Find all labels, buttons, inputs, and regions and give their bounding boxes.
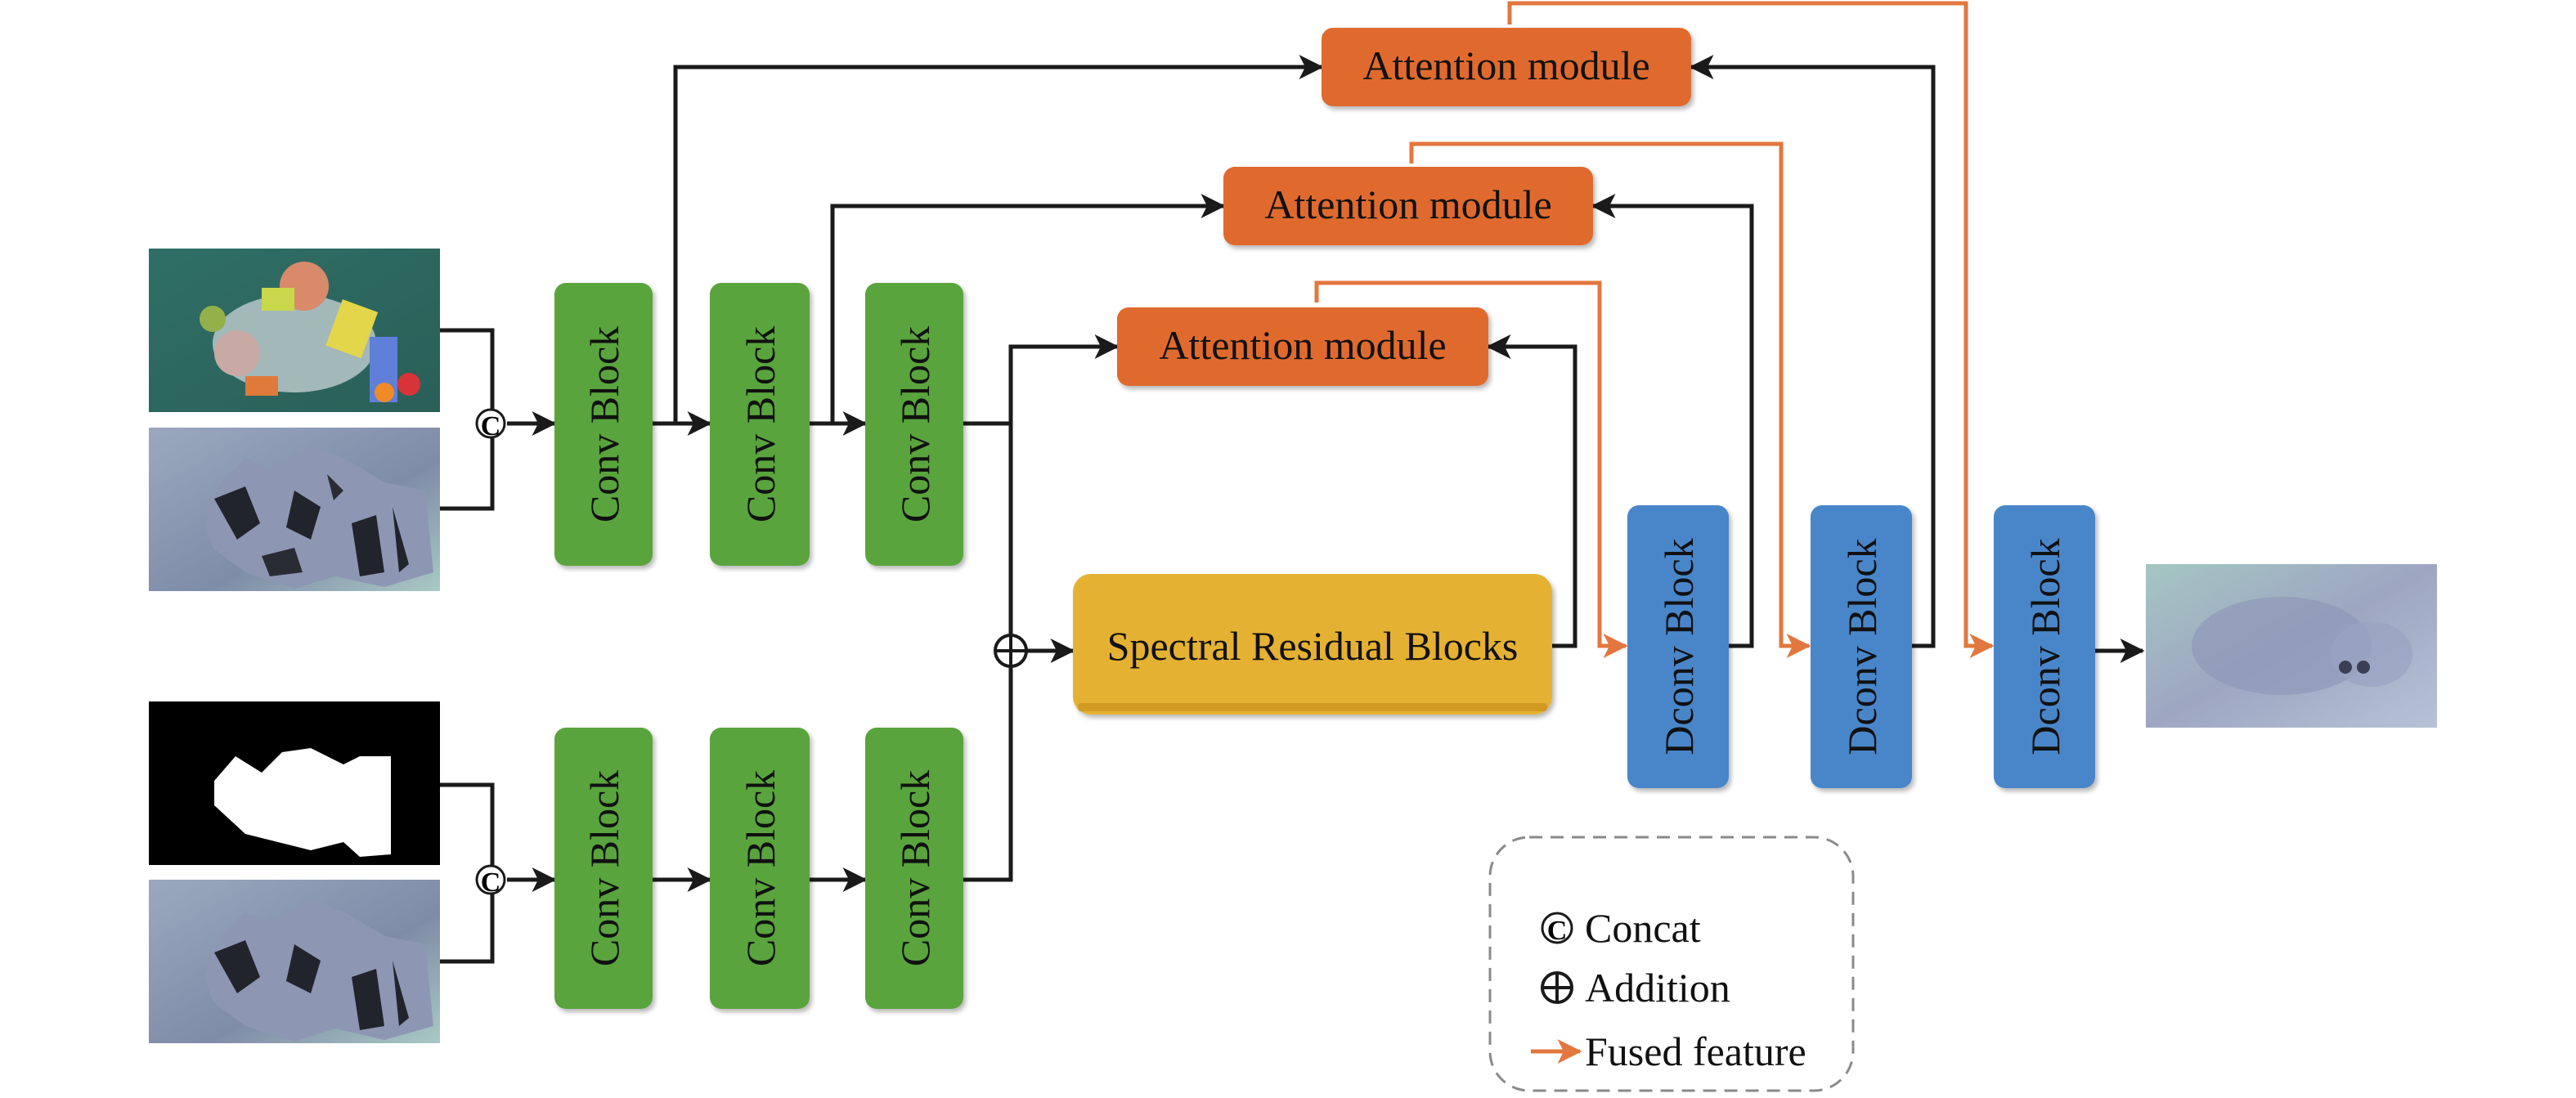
concat-symbol-top: C: [475, 408, 506, 441]
dconv-block-label: Dconv Block: [2022, 538, 2068, 755]
legend: C Concat Addition Fused feature: [1488, 836, 1855, 1092]
legend-fused-label: Fused feature: [1585, 1029, 1806, 1074]
conv-block-label: Conv Block: [581, 326, 627, 522]
input-depth-image-bottom: [149, 880, 440, 1043]
attention-module-label: Attention module: [1159, 322, 1446, 368]
conv-block-label: Conv Block: [892, 326, 938, 522]
spectral-residual-label: Spectral Residual Blocks: [1107, 623, 1519, 669]
conv-block-label: Conv Block: [738, 770, 783, 966]
concat-symbol-bottom: C: [475, 864, 506, 898]
input-rgb-image: [149, 249, 440, 412]
spectral-residual-blocks: Spectral Residual Blocks: [1073, 574, 1552, 715]
attention-module-label: Attention module: [1362, 43, 1649, 88]
attention-module-top: Attention module: [1322, 28, 1691, 106]
conv-block-bottom-3: Conv Block: [865, 728, 963, 1009]
addition-icon: [1541, 971, 1573, 1004]
conv-block-top-3: Conv Block: [865, 283, 963, 566]
dconv-block-3: Dconv Block: [1994, 505, 2095, 788]
attention-module-middle: Attention module: [1223, 167, 1593, 245]
attention-module-bottom: Attention module: [1117, 307, 1488, 386]
conv-block-top-2: Conv Block: [710, 283, 810, 566]
svg-text:C: C: [481, 867, 501, 898]
input-mask-image: [149, 701, 440, 865]
svg-text:C: C: [1547, 916, 1568, 946]
conv-block-label: Conv Block: [738, 326, 783, 522]
conv-block-bottom-1: Conv Block: [554, 728, 653, 1009]
fused-feature-connections: [1314, 1, 1995, 658]
conv-block-bottom-2: Conv Block: [710, 728, 810, 1009]
concat-icon: C: [1541, 912, 1573, 946]
svg-text:C: C: [481, 411, 501, 441]
dconv-block-2: Dconv Block: [1811, 505, 1912, 788]
dconv-block-label: Dconv Block: [1839, 538, 1885, 755]
legend-concat-label: Concat: [1585, 905, 1701, 951]
dconv-block-label: Dconv Block: [1656, 538, 1702, 755]
conv-block-label: Conv Block: [581, 770, 627, 966]
attention-module-label: Attention module: [1264, 182, 1551, 227]
output-depth-image: [2146, 564, 2437, 728]
conv-block-label: Conv Block: [892, 770, 938, 966]
input-depth-image-top: [149, 428, 440, 591]
connections: [440, 55, 2145, 964]
legend-addition-label: Addition: [1585, 965, 1730, 1011]
conv-block-top-1: Conv Block: [554, 283, 653, 566]
dconv-block-1: Dconv Block: [1627, 505, 1729, 788]
addition-symbol: [994, 634, 1028, 668]
